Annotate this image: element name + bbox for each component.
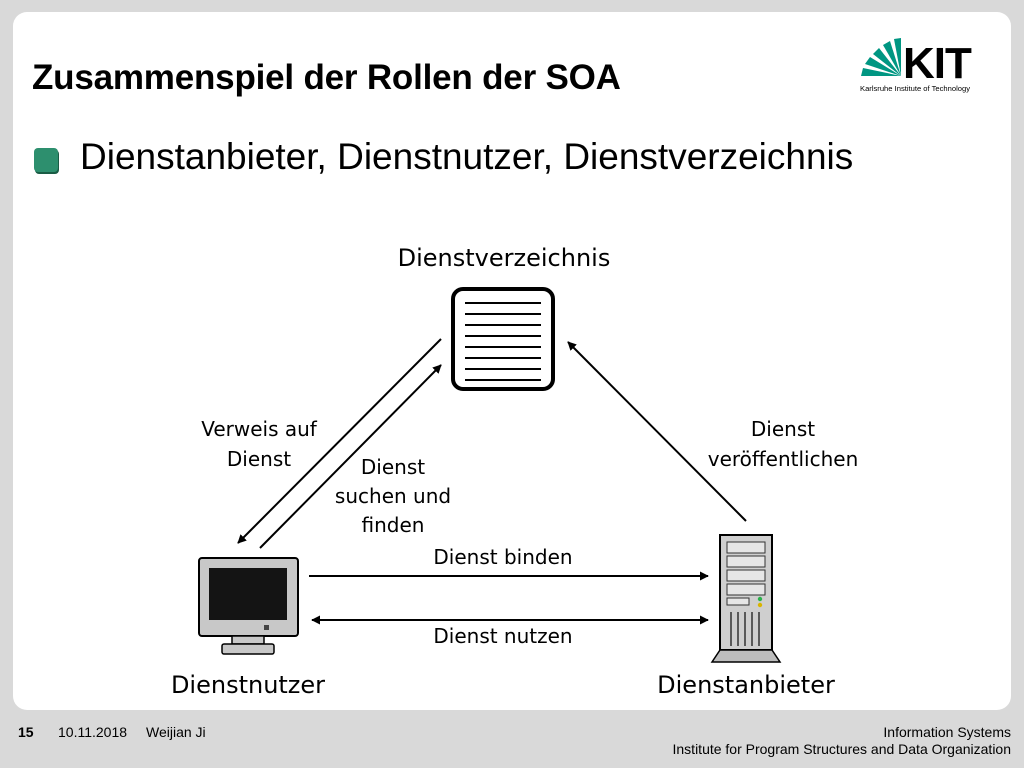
provider-label: Dienstanbieter bbox=[657, 671, 835, 699]
kit-logo-subtitle: Karlsruhe Institute of Technology bbox=[860, 84, 970, 93]
arrow-reference bbox=[237, 338, 442, 544]
kit-logo: KIT Karlsruhe Institute of Technology bbox=[860, 38, 973, 93]
bullet-text: Dienstanbieter, Dienstnutzer, Dienstverz… bbox=[80, 136, 854, 177]
bullet-square-icon bbox=[34, 148, 58, 172]
label-bind: Dienst binden bbox=[433, 545, 572, 569]
page-number: 15 bbox=[18, 724, 34, 740]
consumer-monitor-icon bbox=[198, 557, 299, 655]
footer-institute-line2: Institute for Program Structures and Dat… bbox=[672, 741, 1012, 757]
provider-server-icon bbox=[710, 534, 782, 663]
kit-logo-fan-icon bbox=[861, 38, 901, 76]
slide-footer: 15 10.11.2018 Weijian Ji Information Sys… bbox=[0, 712, 1024, 768]
kit-logo-wordmark: KIT bbox=[903, 39, 972, 88]
footer-author: Weijian Ji bbox=[146, 724, 206, 740]
consumer-label: Dienstnutzer bbox=[171, 671, 325, 699]
arrow-publish bbox=[567, 341, 747, 522]
arrow-search bbox=[259, 364, 442, 549]
footer-institute-line1: Information Systems bbox=[883, 724, 1011, 740]
footer-date: 10.11.2018 bbox=[58, 724, 128, 740]
registry-label: Dienstverzeichnis bbox=[398, 244, 611, 272]
slide-title: Zusammenspiel der Rollen der SOA bbox=[32, 58, 621, 97]
label-use: Dienst nutzen bbox=[433, 624, 572, 648]
registry-document-icon bbox=[451, 287, 555, 391]
